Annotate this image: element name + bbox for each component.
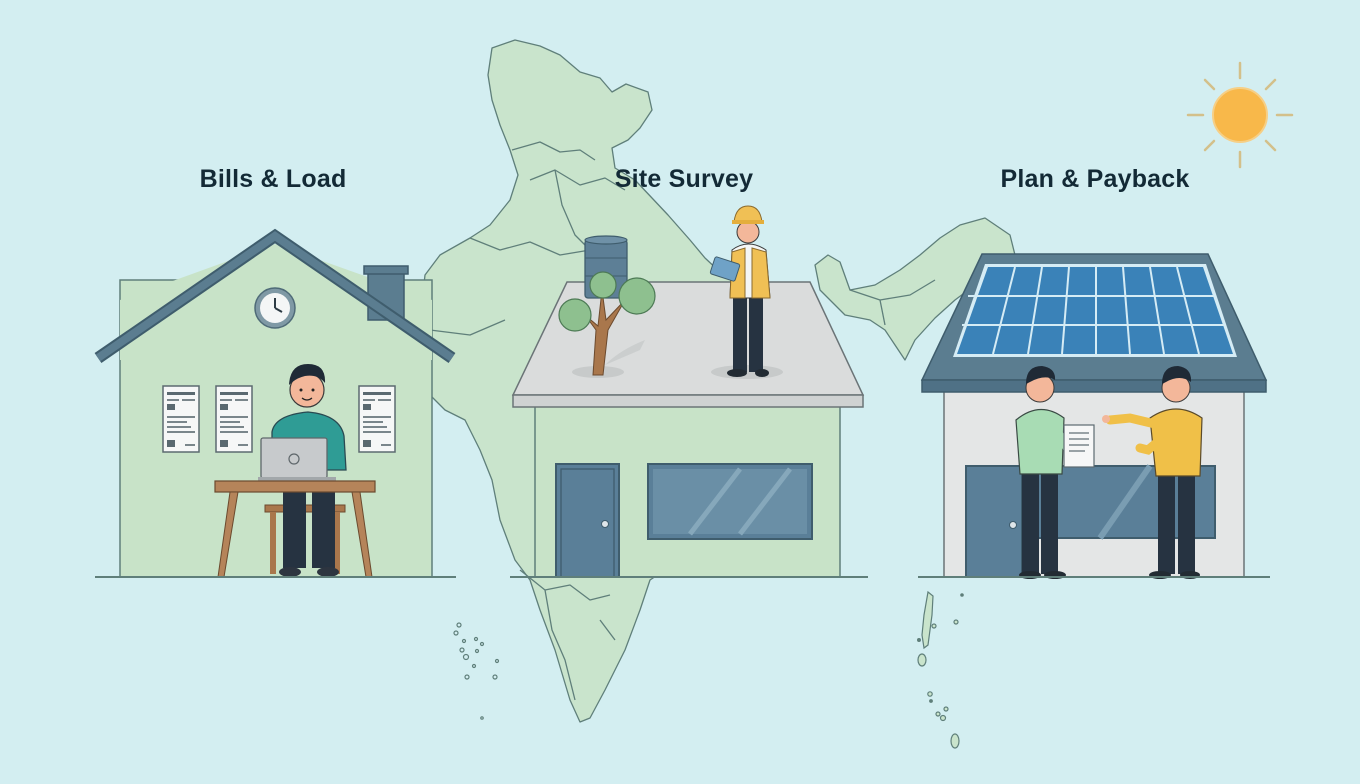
clock-icon: [254, 287, 296, 329]
consultant-person: [1102, 366, 1203, 579]
homeowner-person: [1015, 366, 1095, 579]
step-label-bills-load: Bills & Load: [199, 165, 347, 193]
step-label-site-survey: Site Survey: [614, 165, 754, 193]
solar-panel-icon: [953, 264, 1237, 357]
house-site-survey: [510, 205, 868, 578]
person-at-laptop: [214, 364, 376, 578]
bill-documents: [162, 385, 396, 453]
andaman-nicobar-islands: [916, 590, 964, 749]
sun-icon: [1186, 61, 1294, 169]
house-plan-payback: [918, 253, 1270, 579]
step-label-plan-payback: Plan & Payback: [1000, 165, 1190, 193]
surveyor-person: [709, 205, 783, 379]
lakshadweep-islands: [453, 622, 500, 720]
house-bills-load: [94, 228, 456, 578]
tree-icon: [558, 271, 656, 378]
